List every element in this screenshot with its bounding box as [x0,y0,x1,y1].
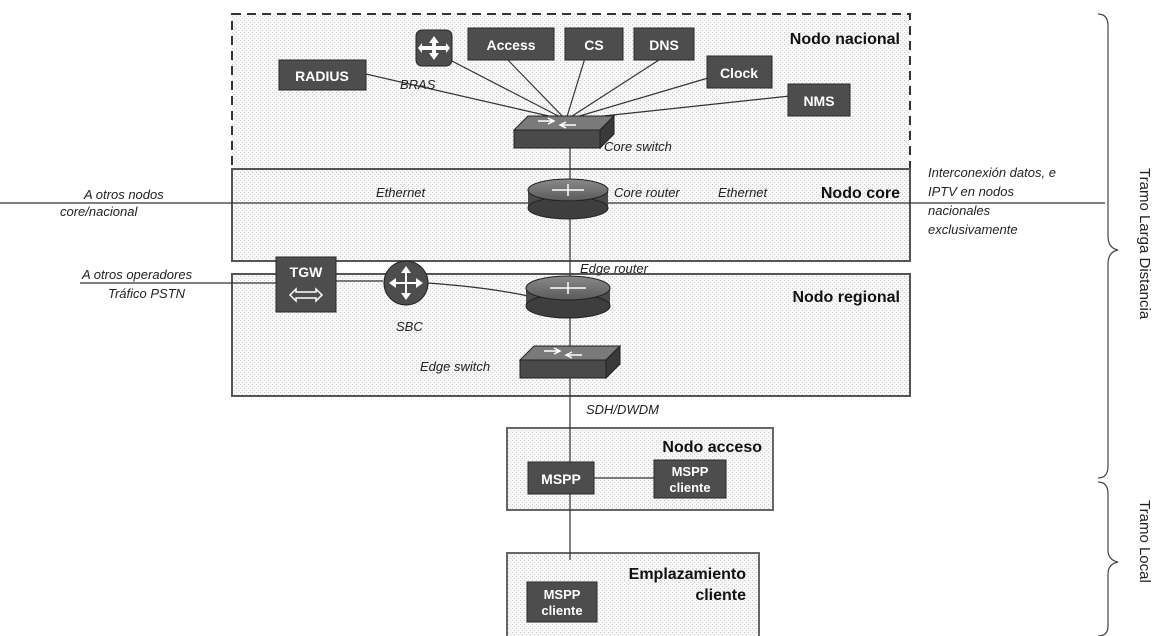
bras-label: BRAS [400,77,436,92]
nodo-acceso-title: Nodo acceso [662,439,762,456]
interconexion-label-4: exclusivamente [928,222,1018,237]
edge-router-icon [525,275,611,319]
mspp-device: MSPP [527,461,595,495]
edge-switch-label: Edge switch [420,359,490,374]
core-switch-icon [512,114,616,150]
brace-local [1097,481,1119,636]
otros-operadores-label-1: A otros operadores [81,267,193,282]
access-device: Access [467,27,555,61]
clock-device: Clock [706,55,773,89]
radius-device: RADIUS [278,59,367,91]
nodo-core-title: Nodo core [821,185,900,202]
dns-device: DNS [633,27,695,61]
core-router-label: Core router [614,185,680,200]
sbc-label: SBC [396,319,423,334]
emplazamiento-title-2: cliente [695,587,746,604]
sbc-icon [383,260,429,306]
tgw-label: TGW [290,264,323,280]
sdh-dwdm-label: SDH/DWDM [586,402,659,417]
brace-larga-distancia [1097,13,1119,479]
link-cs [565,57,586,121]
mspp-cliente-site-device: MSPP cliente [526,581,598,623]
tramo-local-label: Tramo Local [1136,500,1153,583]
edge-router-label: Edge router [580,261,649,276]
link-clock [565,77,709,121]
core-router-icon [527,178,609,220]
dns-label: DNS [649,37,679,53]
tgw-device: TGW [275,256,337,313]
link-bras [449,59,567,121]
bras-icon [415,29,453,67]
emplazamiento-title-1: Emplazamiento [629,566,747,583]
interconexion-label-3: nacionales [928,203,991,218]
cs-device: CS [564,27,624,61]
interconexion-label-1: Interconexión datos, e [928,165,1056,180]
otros-nodos-label-1: A otros nodos [83,187,164,202]
mspp-cliente-site-label-2: cliente [541,603,582,618]
mspp-label: MSPP [541,471,581,487]
cs-label: CS [584,37,603,53]
otros-nodos-label-2: core/nacional [60,204,138,219]
nms-label: NMS [803,93,834,109]
edge-switch-icon [518,344,622,380]
mspp-cliente-site-label-1: MSPP [544,587,581,602]
nodo-regional-title: Nodo regional [792,289,900,306]
core-switch-label: Core switch [604,139,672,154]
link-access [505,57,567,121]
nms-device: NMS [787,83,851,117]
mspp-cliente-label-2: cliente [669,480,710,495]
ethernet-left-label: Ethernet [376,185,427,200]
interconexion-label-2: IPTV en nodos [928,184,1014,199]
mspp-cliente-device: MSPP cliente [653,459,727,499]
link-sbc-router [427,282,529,297]
link-dns [565,57,663,121]
radius-label: RADIUS [295,68,349,84]
clock-label: Clock [720,65,758,81]
access-label: Access [486,37,535,53]
link-radius [365,73,567,121]
tramo-larga-distancia-label: Tramo Larga Distancia [1136,168,1153,320]
nodo-nacional-title: Nodo nacional [790,31,900,48]
ethernet-right-label: Ethernet [718,185,769,200]
mspp-cliente-label-1: MSPP [672,464,709,479]
otros-operadores-label-2: Tráfico PSTN [108,286,186,301]
